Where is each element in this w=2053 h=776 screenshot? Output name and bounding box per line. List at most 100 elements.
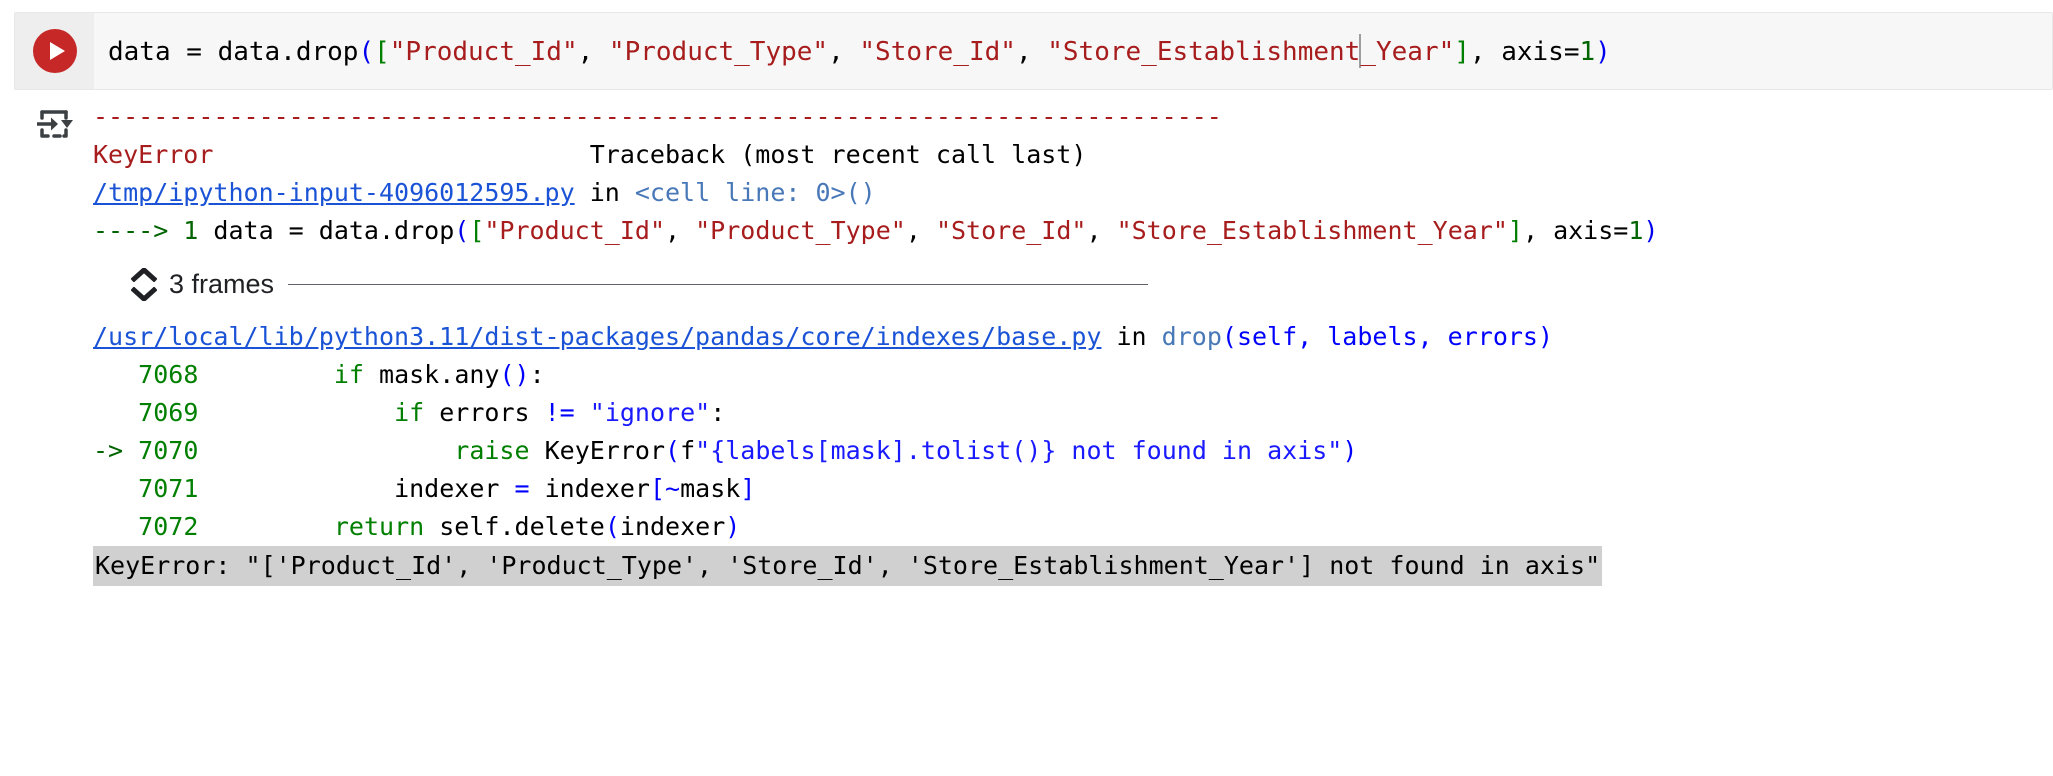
code-token: ,: [665, 216, 696, 245]
frames-toggle[interactable]: 3 frames: [119, 256, 1149, 312]
code-token: "ignore": [589, 398, 711, 427]
chevron-down-icon: [131, 286, 157, 301]
code-token: indexer: [394, 474, 500, 503]
source-line-number: 7070: [123, 436, 199, 465]
code-token: [575, 398, 590, 427]
source-line-number: 7069: [123, 398, 199, 427]
frame2-func: drop: [1161, 322, 1222, 351]
code-token: [499, 474, 514, 503]
source-line-number: 7071: [123, 474, 199, 503]
code-token: KeyError: [544, 436, 666, 465]
run-play-icon[interactable]: [32, 29, 77, 73]
code-token: [213, 474, 394, 503]
code-token: data = data.drop: [213, 216, 455, 245]
frame2-row: /usr/local/lib/python3.11/dist-packages/…: [14, 316, 2053, 586]
code-token: (: [358, 36, 375, 67]
traceback-text: ----------------------------------------…: [93, 96, 2053, 250]
code-token: "Product_Type": [608, 36, 829, 67]
code-token: if: [333, 360, 364, 389]
source-line: -> 7070 raise KeyError(f"{labels[mask].t…: [93, 436, 1357, 465]
code-token: 1: [1628, 216, 1644, 245]
source-line-marker: [93, 398, 123, 427]
code-cell-gutter: [15, 13, 94, 89]
frame1-file-link[interactable]: /tmp/ipython-input-4096012595.py: [93, 178, 575, 207]
code-token: .: [499, 512, 515, 541]
code-token: (: [499, 360, 515, 389]
code-token: [530, 436, 545, 465]
traceback-header: Traceback (most recent call last): [589, 140, 1087, 169]
code-token: [213, 398, 394, 427]
code-token: delete: [514, 512, 605, 541]
cell-output: ----------------------------------------…: [14, 96, 2053, 586]
source-line: 7071 indexer = indexer[~mask]: [93, 474, 755, 503]
code-token: _Year": [1417, 216, 1508, 245]
code-token: [530, 474, 545, 503]
source-line-marker: [93, 474, 123, 503]
frames-count-label: 3 frames: [169, 268, 275, 299]
code-token: self: [439, 512, 500, 541]
code-token: , axis=: [1522, 216, 1629, 245]
code-token: ]: [1507, 216, 1523, 245]
code-editor[interactable]: data = data.drop(["Product_Id", "Product…: [94, 13, 2052, 89]
source-line-number: 7072: [123, 512, 199, 541]
code-token: f: [680, 436, 696, 465]
code-token: :: [529, 360, 545, 389]
code-token: ): [514, 360, 530, 389]
play-triangle: [49, 42, 65, 60]
code-token: ,: [577, 36, 609, 67]
frame2-in-word: in: [1116, 322, 1147, 351]
code-token: indexer: [619, 512, 726, 541]
frame2-file-link[interactable]: /usr/local/lib/python3.11/dist-packages/…: [93, 322, 1102, 351]
code-token: [: [649, 474, 666, 503]
code-token: return: [333, 512, 425, 541]
code-token: "Product_Id": [484, 216, 665, 245]
source-line-number: 7068: [123, 360, 199, 389]
code-token: raise: [454, 436, 530, 465]
code-token: ): [1342, 436, 1358, 465]
code-token: "Store_Establishment: [1116, 216, 1418, 245]
code-token: , axis=: [1469, 36, 1580, 67]
frame2-args: (self, labels, errors): [1221, 322, 1554, 351]
code-token: [213, 436, 454, 465]
code-token: 1: [1579, 36, 1596, 67]
code-token: mask: [379, 360, 440, 389]
final-error-message: KeyError: "['Product_Id', 'Product_Type'…: [93, 546, 1603, 586]
code-token: "Product_Id": [389, 36, 578, 67]
frame1-code: data = data.drop(["Product_Id", "Product…: [213, 216, 1658, 245]
output-to-variable-icon[interactable]: [31, 104, 77, 144]
frame1-scope: <cell line: 0>(): [634, 178, 876, 207]
traceback-divider: ----------------------------------------…: [93, 102, 1222, 131]
source-line: 7072 return self.delete(indexer): [93, 512, 740, 541]
code-token: (: [604, 512, 620, 541]
frame2-traceback: /usr/local/lib/python3.11/dist-packages/…: [93, 316, 2053, 586]
code-token: [364, 360, 379, 389]
code-token: ,: [905, 216, 936, 245]
source-line: 7069 if errors != "ignore":: [93, 398, 725, 427]
code-token: .: [439, 360, 455, 389]
frame1-arrow-lineno: ----> 1: [93, 216, 199, 245]
code-token: any: [454, 360, 500, 389]
text-cursor: [1359, 33, 1362, 68]
code-token: ~: [665, 474, 681, 503]
code-token: ): [725, 512, 741, 541]
code-token: [: [374, 36, 390, 67]
expand-collapse-chevrons-icon[interactable]: [131, 267, 157, 301]
code-token: ,: [828, 36, 860, 67]
code-token: _Year": [1360, 36, 1455, 67]
code-token: "Product_Type": [695, 216, 906, 245]
code-token: [: [469, 216, 485, 245]
code-token: ): [1595, 36, 1611, 67]
code-token: [424, 398, 439, 427]
frame2-gutter: [14, 316, 93, 324]
code-token: (: [454, 216, 470, 245]
code-token: :: [710, 398, 726, 427]
code-token: mask: [680, 474, 741, 503]
code-token: "Store_Id": [935, 216, 1087, 245]
code-token: ): [1643, 216, 1659, 245]
code-cell: data = data.drop(["Product_Id", "Product…: [14, 12, 2053, 90]
code-token: ]: [1454, 36, 1470, 67]
source-line: 7068 if mask.any():: [93, 360, 545, 389]
code-token: ,: [1015, 36, 1048, 67]
code-token: errors: [439, 398, 530, 427]
